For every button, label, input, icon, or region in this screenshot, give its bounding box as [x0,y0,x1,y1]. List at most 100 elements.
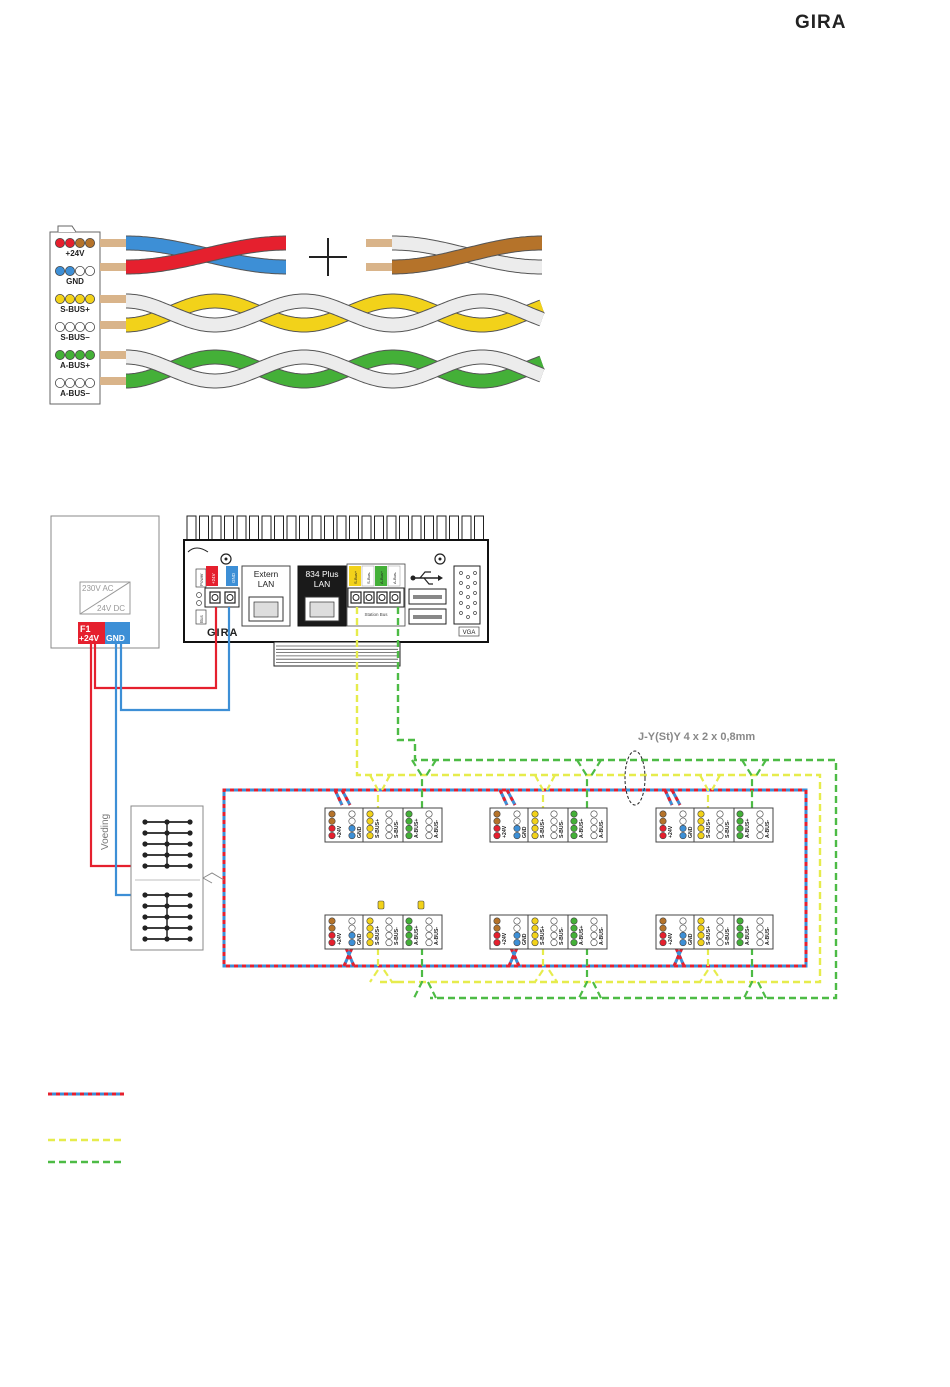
station-label: A-BUS- [434,820,440,838]
terminal-label: S-BUS+ [60,305,90,314]
station-dot [716,817,724,825]
station-dot [679,832,687,840]
vga-port [453,565,481,625]
station-dot [328,810,336,818]
twisted-pair-cables [100,235,545,389]
heatsink-fin [274,515,284,543]
station-dot [697,939,705,947]
station-dot [366,917,374,925]
station-dot [716,917,724,925]
station-label: S-BUS- [725,927,731,945]
terminal-dot [55,293,66,304]
station-dot [348,832,356,840]
terminal-plug [376,591,388,604]
station-dot [659,832,667,840]
station-dot [736,810,744,818]
termination-tag [377,900,385,910]
station-dot [697,924,705,932]
vga-pin [459,611,463,615]
station-dot [550,924,558,932]
station-dot [366,810,374,818]
bus-line [743,948,754,999]
terminal-dot [65,237,76,248]
bus-line [546,774,556,791]
svg-text:834 Plus: 834 Plus [305,569,338,579]
heatsink-fin [374,515,384,543]
cable-strand [392,236,542,274]
station-dot [328,939,336,947]
station-dot [679,817,687,825]
station-label: A-BUS+ [414,926,420,945]
terminal-dot [75,237,86,248]
heatsink-fin [424,515,434,543]
station-dot [405,810,413,818]
server-device: Power Bus +24V GND GIRA Extern LAN 834 P… [183,515,489,667]
bus-line [534,774,545,808]
terminal-label: A-BUS– [60,389,90,398]
terminal-label: S-BUS– [60,333,90,342]
bus-line [699,774,710,808]
station-label: +24V [337,825,343,838]
station-dot [513,810,521,818]
heatsink-fin [299,515,309,543]
vga-pin [466,615,470,619]
station-label: S-BUS+ [706,819,712,838]
station-dot [385,939,393,947]
plus-terminal [78,622,105,644]
terminal-plug [209,591,221,604]
station-dot [570,817,578,825]
station-dot [697,810,705,818]
station-dot [736,939,744,947]
terminal-dot [85,237,96,248]
station-dot [716,924,724,932]
station-dot [570,939,578,947]
station-dot [590,917,598,925]
station-dot [679,939,687,947]
svg-text:Station Bus: Station Bus [364,612,388,617]
station-dot [756,939,764,947]
svg-text:Extern: Extern [254,569,279,579]
station-dot [590,924,598,932]
bus-line [413,948,424,999]
bus-line [383,969,393,983]
station-dot [659,939,667,947]
station-dot [550,810,558,818]
station-dot [659,824,667,832]
station-label: +24V [668,825,674,838]
station-dot [493,817,501,825]
station-label: A-BUS- [434,927,440,945]
station-dot [405,917,413,925]
usb-icon [410,571,443,585]
power-bus-line [507,947,519,967]
station-dot [679,917,687,925]
station-dot [736,824,744,832]
station-dot [590,939,598,947]
copper-wire [100,263,126,271]
termination-tag [417,900,425,910]
station-label: A-BUS- [765,820,771,838]
station-dot [425,931,433,939]
terminal-dot [55,237,66,248]
svg-text:VGA: VGA [463,630,476,636]
cable-strand [126,350,545,388]
station-dot [736,917,744,925]
station-dot [385,917,393,925]
server-brand: GIRA [207,627,239,639]
station-label: S-BUS+ [375,926,381,945]
heatsink-fin [336,515,347,543]
screw-icon [220,553,232,565]
heatsink-fin [411,515,422,543]
fuse-label: F1 [80,624,91,634]
power-bus-line [340,789,352,806]
station-dot [328,924,336,932]
terminal-dot [85,265,96,276]
station-dot [659,817,667,825]
station-dot [716,832,724,840]
station-dot [590,931,598,939]
station-dot [328,824,336,832]
station-dot [513,931,521,939]
heatsink-fin [224,515,234,543]
